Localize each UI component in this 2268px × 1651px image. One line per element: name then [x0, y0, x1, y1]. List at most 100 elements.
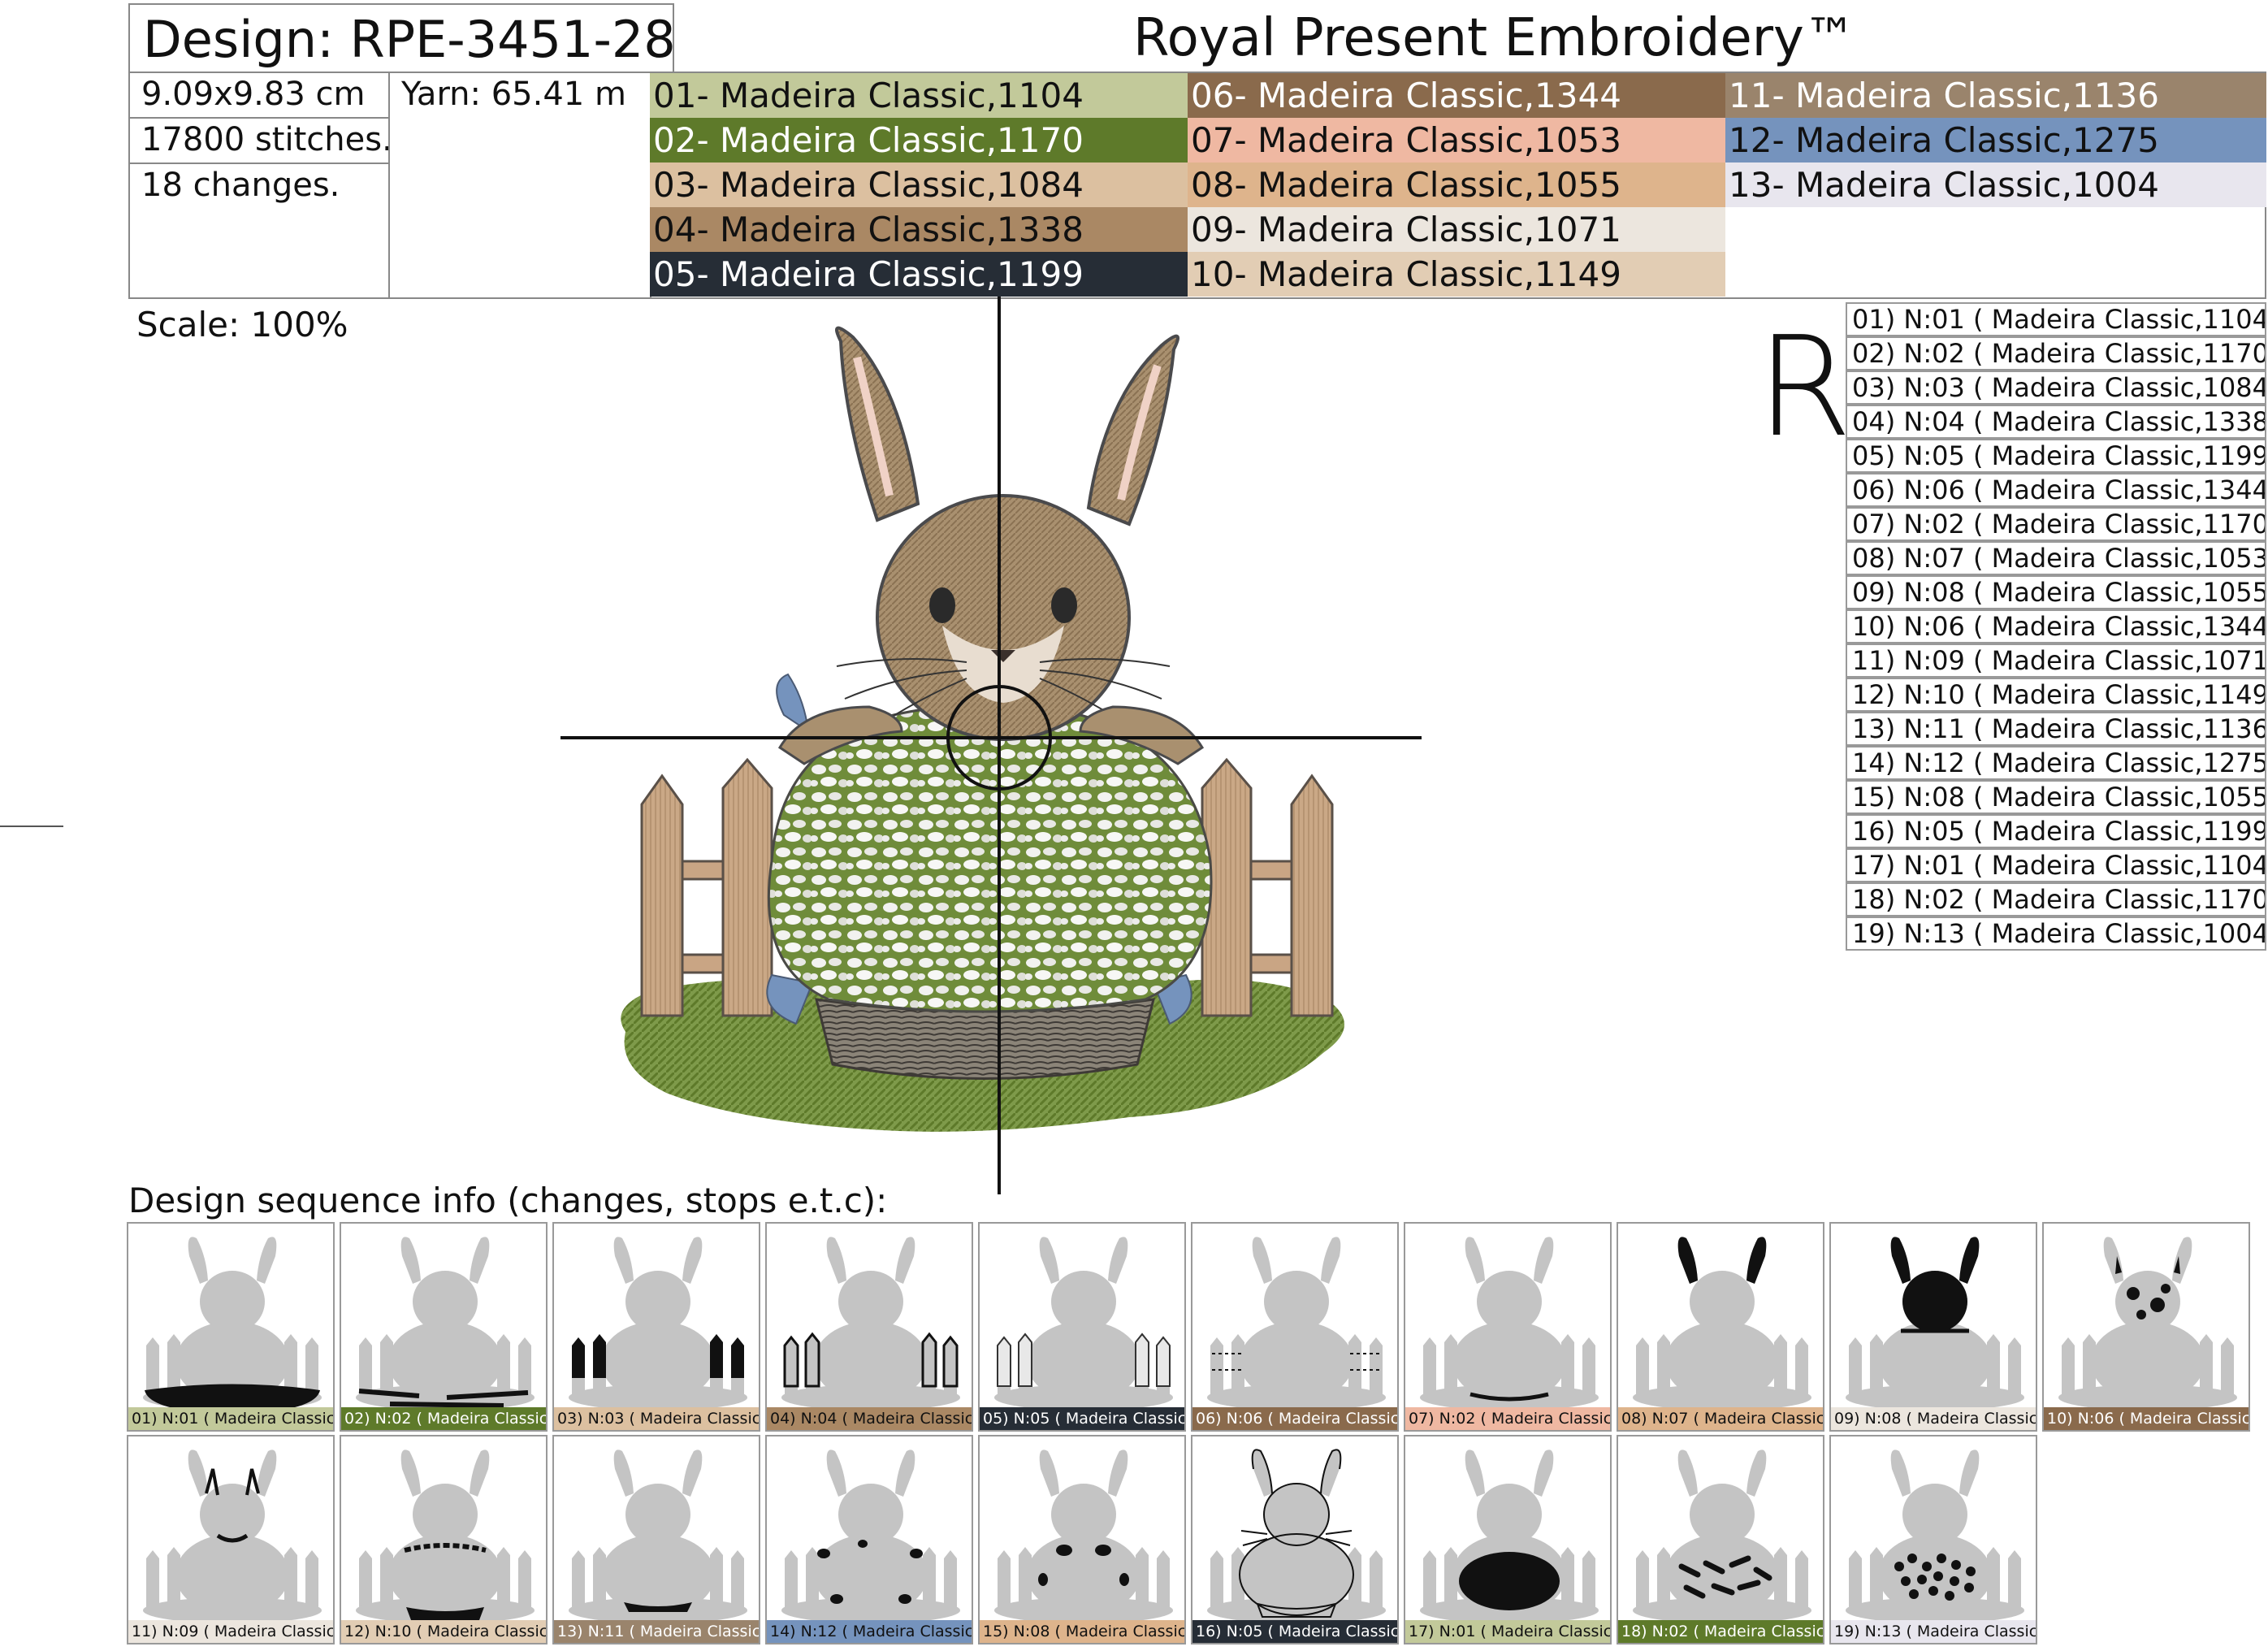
- sequence-legend-row: 06) N:06 ( Madeira Classic,1344): [1846, 473, 2266, 507]
- thumbnail-preview: [994, 1237, 1173, 1410]
- thread-swatch: 07- Madeira Classic,1053: [1188, 118, 1725, 162]
- thumbnail-label: 15) N:08 ( Madeira Classic,1055): [980, 1620, 1184, 1643]
- thread-swatch: 10- Madeira Classic,1149: [1188, 252, 1725, 297]
- sequence-thumbnail: 01) N:01 ( Madeira Classic,1104): [127, 1222, 335, 1432]
- brand-name: Royal Present Embroidery™: [1133, 8, 1856, 68]
- thread-swatch: 03- Madeira Classic,1084: [650, 162, 1188, 207]
- changes-cell: 18 changes.: [128, 162, 390, 299]
- thumbnail-preview: [1846, 1237, 2024, 1410]
- thumbnail-label: 09) N:08 ( Madeira Classic,1055): [1831, 1407, 2036, 1430]
- thumbnail-label: 12) N:10 ( Madeira Classic,1149): [341, 1620, 546, 1643]
- sequence-thumbnail: 15) N:08 ( Madeira Classic,1055): [978, 1435, 1186, 1644]
- sequence-legend-row: 15) N:08 ( Madeira Classic,1055): [1846, 780, 2266, 814]
- thumbnail-label: 19) N:13 ( Madeira Classic,1004): [1831, 1620, 2036, 1643]
- sequence-thumbnail: 10) N:06 ( Madeira Classic,1344): [2042, 1222, 2250, 1432]
- edge-tick: [0, 826, 63, 827]
- thumbnail-preview: [1633, 1237, 1811, 1410]
- thumbnail-label: 03) N:03 ( Madeira Classic,1084): [554, 1407, 759, 1430]
- sequence-thumbnail: 16) N:05 ( Madeira Classic,1199): [1191, 1435, 1399, 1644]
- thumbnail-label: 05) N:05 ( Madeira Classic,1199): [980, 1407, 1184, 1430]
- thread-swatch: 08- Madeira Classic,1055: [1188, 162, 1725, 207]
- thread-swatch: 04- Madeira Classic,1338: [650, 207, 1188, 252]
- thread-swatch: 13- Madeira Classic,1004: [1725, 162, 2266, 207]
- thumbnail-label: 18) N:02 ( Madeira Classic,1170): [1618, 1620, 1823, 1643]
- yarn-value: Yarn: 65.41 m: [401, 76, 626, 113]
- sequence-thumbnail: 14) N:12 ( Madeira Classic,1275): [765, 1435, 973, 1644]
- thumbnail-preview: [569, 1450, 747, 1623]
- thumbnail-label: 02) N:02 ( Madeira Classic,1170): [341, 1407, 546, 1430]
- sequence-thumbnail: 06) N:06 ( Madeira Classic,1344): [1191, 1222, 1399, 1432]
- stitches-cell: 17800 stitches.: [128, 117, 390, 164]
- sequence-thumbnail: 13) N:11 ( Madeira Classic,1136): [552, 1435, 760, 1644]
- sequence-thumbnail: 18) N:02 ( Madeira Classic,1170): [1617, 1435, 1824, 1644]
- thumbnail-preview: [994, 1450, 1173, 1623]
- sequence-legend-row: 09) N:08 ( Madeira Classic,1055): [1846, 575, 2266, 609]
- sequence-thumbnail: 12) N:10 ( Madeira Classic,1149): [340, 1435, 548, 1644]
- thumbnail-label: 07) N:02 ( Madeira Classic,1170): [1405, 1407, 1610, 1430]
- thumbnail-preview: [781, 1237, 960, 1410]
- thumbnail-label: 08) N:07 ( Madeira Classic,1053): [1618, 1407, 1823, 1430]
- sequence-legend-row: 04) N:04 ( Madeira Classic,1338): [1846, 405, 2266, 439]
- thumbnail-preview: [1420, 1450, 1599, 1623]
- scale-label: Scale: 100%: [136, 305, 348, 344]
- sequence-thumbnail: 08) N:07 ( Madeira Classic,1053): [1617, 1222, 1824, 1432]
- thumbnail-preview: [781, 1450, 960, 1623]
- thumbnail-label: 10) N:06 ( Madeira Classic,1344): [2044, 1407, 2249, 1430]
- design-title-box: Design: RPE-3451-28: [128, 3, 674, 73]
- sequence-legend-row: 12) N:10 ( Madeira Classic,1149): [1846, 678, 2266, 712]
- thumbnail-preview: [356, 1237, 535, 1410]
- sequence-legend-row: 10) N:06 ( Madeira Classic,1344): [1846, 609, 2266, 644]
- thumbnail-preview: [356, 1450, 535, 1623]
- thread-swatch: 01- Madeira Classic,1104: [650, 73, 1188, 118]
- thumbnail-label: 11) N:09 ( Madeira Classic,1071): [128, 1620, 333, 1643]
- thumbnail-preview: [1420, 1237, 1599, 1410]
- thumbnail-label: 14) N:12 ( Madeira Classic,1275): [767, 1620, 972, 1643]
- sequence-title: Design sequence info (changes, stops e.t…: [128, 1181, 888, 1220]
- thumbnail-preview: [2058, 1237, 2237, 1410]
- thumbnail-label: 06) N:06 ( Madeira Classic,1344): [1192, 1407, 1397, 1430]
- design-title: Design: RPE-3451-28: [143, 10, 674, 69]
- thumbnail-preview: [1207, 1449, 1386, 1623]
- thumbnail-preview: [1207, 1237, 1386, 1410]
- thumbnail-label: 13) N:11 ( Madeira Classic,1136): [554, 1620, 759, 1643]
- thumbnail-preview: [1633, 1450, 1811, 1623]
- thumbnail-preview: [569, 1237, 747, 1410]
- thread-swatch: 02- Madeira Classic,1170: [650, 118, 1188, 162]
- sequence-legend-row: 02) N:02 ( Madeira Classic,1170): [1846, 336, 2266, 370]
- sequence-thumbnail: 05) N:05 ( Madeira Classic,1199): [978, 1222, 1186, 1432]
- thumbnail-preview: [1846, 1450, 2024, 1623]
- sequence-legend-row: 01) N:01 ( Madeira Classic,1104): [1846, 302, 2266, 336]
- sequence-legend-row: 03) N:03 ( Madeira Classic,1084): [1846, 370, 2266, 405]
- changes-value: 18 changes.: [141, 167, 340, 204]
- thumbnail-label: 16) N:05 ( Madeira Classic,1199): [1192, 1620, 1397, 1643]
- sequence-thumbnail: 19) N:13 ( Madeira Classic,1004): [1829, 1435, 2037, 1644]
- embroidery-preview: [561, 292, 1422, 1194]
- sequence-legend-row: 19) N:13 ( Madeira Classic,1004): [1846, 916, 2266, 951]
- sequence-thumbnail: 09) N:08 ( Madeira Classic,1055): [1829, 1222, 2037, 1432]
- sequence-legend-row: 11) N:09 ( Madeira Classic,1071): [1846, 644, 2266, 678]
- thumbnail-label: 17) N:01 ( Madeira Classic,1104): [1405, 1620, 1610, 1643]
- sequence-legend-row: 08) N:07 ( Madeira Classic,1053): [1846, 541, 2266, 575]
- thumbnail-preview: [143, 1450, 322, 1623]
- thread-swatch: 09- Madeira Classic,1071: [1188, 207, 1725, 252]
- sequence-legend-row: 14) N:12 ( Madeira Classic,1275): [1846, 746, 2266, 780]
- sequence-legend-row: 07) N:02 ( Madeira Classic,1170): [1846, 507, 2266, 541]
- size-value: 9.09x9.83 cm: [141, 76, 366, 113]
- sequence-legend-row: 16) N:05 ( Madeira Classic,1199): [1846, 814, 2266, 848]
- thread-swatch: 06- Madeira Classic,1344: [1188, 73, 1725, 118]
- sequence-thumbnail: 11) N:09 ( Madeira Classic,1071): [127, 1435, 335, 1644]
- size-cell: 9.09x9.83 cm: [128, 72, 390, 119]
- thread-swatch: 11- Madeira Classic,1136: [1725, 73, 2266, 118]
- sequence-thumbnail: 04) N:04 ( Madeira Classic,1338): [765, 1222, 973, 1432]
- sequence-legend-row: 05) N:05 ( Madeira Classic,1199): [1846, 439, 2266, 473]
- stitches-value: 17800 stitches.: [141, 121, 390, 158]
- sequence-thumbnail: 02) N:02 ( Madeira Classic,1170): [340, 1222, 548, 1432]
- sequence-legend-row: 13) N:11 ( Madeira Classic,1136): [1846, 712, 2266, 746]
- sequence-thumbnail: 07) N:02 ( Madeira Classic,1170): [1404, 1222, 1612, 1432]
- thumbnail-label: 01) N:01 ( Madeira Classic,1104): [128, 1407, 333, 1430]
- yarn-cell: Yarn: 65.41 m: [388, 72, 651, 299]
- orientation-mark: R: [1756, 307, 1853, 468]
- thumbnail-preview: [143, 1237, 322, 1412]
- thread-swatch: 12- Madeira Classic,1275: [1725, 118, 2266, 162]
- sequence-thumbnail: 17) N:01 ( Madeira Classic,1104): [1404, 1435, 1612, 1644]
